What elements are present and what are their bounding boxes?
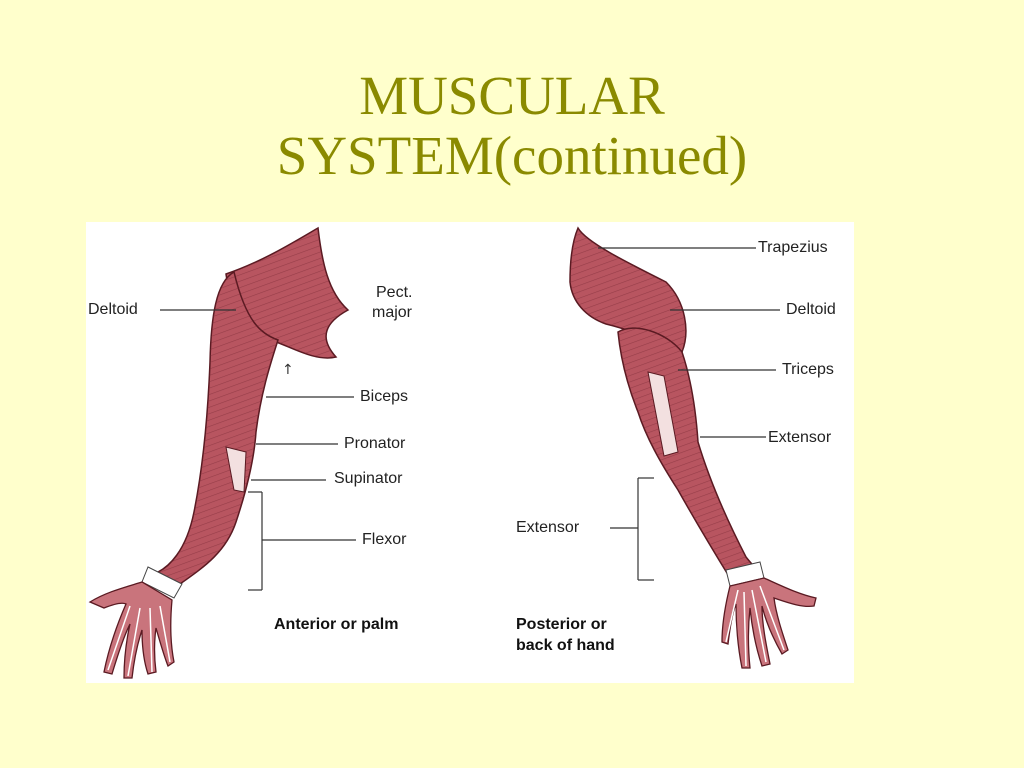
label-flexor: Flexor	[362, 531, 407, 548]
posterior-leader-lines	[598, 247, 780, 581]
slide-title: MUSCULAR SYSTEM(continued)	[0, 66, 1024, 186]
title-line-2: SYSTEM(continued)	[276, 125, 748, 186]
label-extensor-upper: Extensor	[768, 429, 832, 446]
arm-illustration: ↑	[88, 226, 817, 679]
label-deltoid-posterior: Deltoid	[786, 301, 836, 318]
label-deltoid-anterior: Deltoid	[88, 301, 138, 318]
posterior-trapezius-fibers	[570, 228, 686, 352]
label-pect-major-line2: major	[372, 304, 413, 321]
caption-posterior-line1: Posterior or	[516, 616, 607, 633]
posterior-hand-shape	[721, 577, 817, 669]
anterior-biceps-tendon	[225, 446, 247, 493]
anterior-arm-fibers	[158, 272, 278, 584]
label-triceps: Triceps	[782, 361, 834, 378]
posterior-arm-fibers	[618, 328, 758, 578]
arm-muscles-figure: ↑	[86, 222, 854, 683]
anterior-arrow-mark: ↑	[282, 362, 294, 378]
label-trapezius: Trapezius	[758, 239, 828, 256]
label-biceps: Biceps	[360, 388, 409, 405]
anterior-wrist-band	[141, 566, 183, 599]
posterior-arm-drawing	[569, 226, 817, 669]
caption-posterior-line2: back of hand	[516, 637, 615, 654]
posterior-triceps-tendon	[647, 371, 679, 457]
anterior-leader-lines	[160, 309, 356, 591]
anterior-arm-drawing: ↑	[88, 226, 356, 679]
caption-anterior: Anterior or palm	[274, 616, 399, 633]
label-pect-major-line1: Pect.	[376, 284, 413, 301]
label-pronator: Pronator	[344, 435, 406, 452]
label-extensor-lower: Extensor	[516, 519, 580, 536]
posterior-finger-tendons	[725, 585, 785, 667]
title-line-1: MUSCULAR	[359, 65, 665, 126]
anterior-hand-shape	[88, 581, 175, 679]
label-supinator: Supinator	[334, 470, 403, 487]
anterior-finger-tendons	[107, 605, 171, 677]
